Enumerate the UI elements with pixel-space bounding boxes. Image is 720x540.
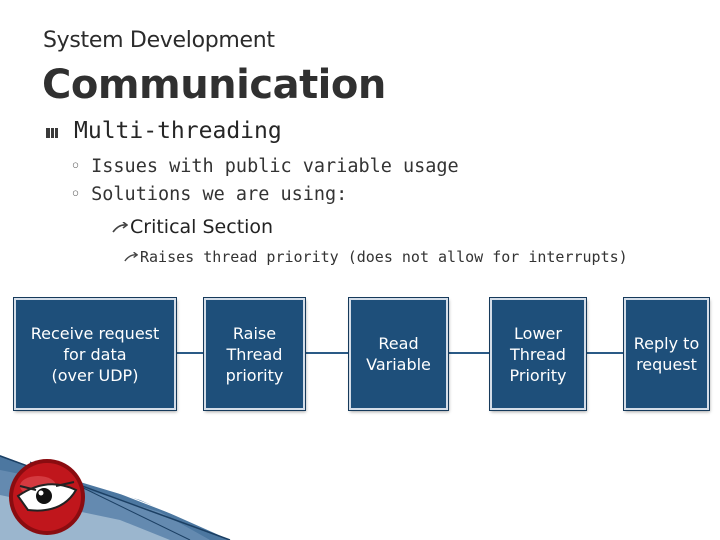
bullet-level1-text: Multi-threading — [74, 118, 282, 144]
bullet-level2-item: ◦ Issues with public variable usage — [70, 156, 459, 177]
flow-step-line: Thread — [226, 344, 283, 364]
circle-bullet-icon: ◦ — [70, 184, 82, 205]
arrow-bullet-icon — [124, 252, 138, 262]
circle-bullet-icon: ◦ — [70, 156, 82, 177]
square-bullet-icon — [46, 128, 58, 138]
flow-step-line: Receive request — [30, 323, 160, 343]
flow-step-line: for data — [63, 344, 127, 364]
flow-step-line: (over UDP) — [51, 365, 139, 385]
bullet-level4: Raises thread priority (does not allow f… — [124, 248, 628, 266]
flow-connector — [586, 352, 624, 354]
arrow-bullet-icon — [112, 221, 128, 232]
flow-connector — [176, 352, 204, 354]
flow-step-line: Thread — [510, 344, 566, 364]
bullet-level4-text: Raises thread priority (does not allow f… — [140, 248, 628, 266]
flow-step-line: Priority — [509, 365, 567, 385]
flow-step-line: request — [636, 355, 697, 374]
flow-connector — [305, 352, 349, 354]
flow-step-line: Read — [378, 334, 419, 353]
flow-connector — [448, 352, 490, 354]
bullet-level3: Critical Section — [112, 216, 273, 238]
bullet-level2-text: Issues with public variable usage — [91, 156, 459, 177]
flow-step-line: Raise — [232, 323, 277, 343]
bullet-level2-text: Solutions we are using: — [91, 184, 348, 205]
slide-title: Communication — [42, 62, 386, 108]
flow-step-line: Reply to — [633, 334, 700, 353]
flow-step-line: priority — [225, 365, 284, 385]
flow-step-line: Lower — [514, 323, 562, 343]
slide-subtitle: System Development — [43, 28, 275, 53]
bullet-level2-item: ◦ Solutions we are using: — [70, 184, 347, 205]
flow-step-reply: Reply to request — [624, 298, 709, 410]
flow-step-line: Variable — [366, 355, 431, 374]
red-eye-logo-icon — [9, 459, 85, 535]
bullet-level3-text: Critical Section — [130, 216, 274, 238]
